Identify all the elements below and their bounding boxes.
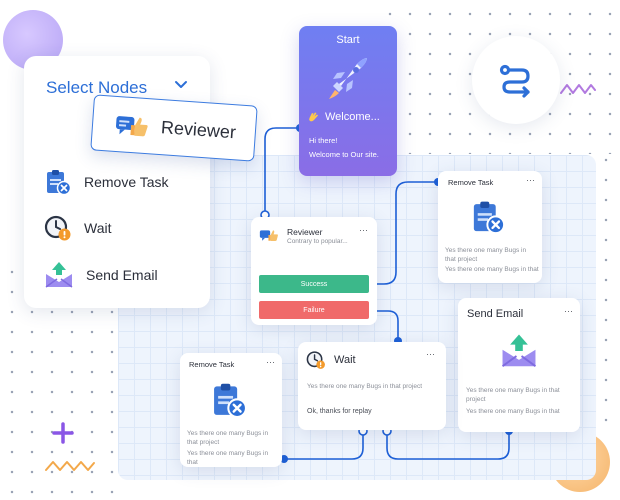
clipboard-remove-icon [214, 383, 247, 418]
more-options-icon[interactable]: ··· [526, 175, 535, 185]
send-email-text: Yes there one many Bugs in that [466, 408, 560, 415]
more-options-icon[interactable]: ··· [266, 357, 275, 367]
reviewer-node-subtitle: Contrary to popular... [287, 238, 348, 245]
select-nodes-panel: Select Nodes Remove Task Wait S [24, 56, 210, 308]
send-email-text: Yes there one many Bugs in that project [466, 387, 560, 403]
wait-node-title: Wait [334, 354, 356, 366]
remove-task-node[interactable]: Remove Task ··· Yes there one many Bugs … [438, 171, 542, 283]
squiggle-purple-icon [560, 84, 596, 94]
more-options-icon[interactable]: ··· [359, 225, 368, 235]
email-send-icon [45, 262, 73, 288]
start-node[interactable]: Start Welcome... Hi there! Welcome to Ou… [299, 26, 397, 176]
remove-task-title: Remove Task [189, 360, 235, 369]
reviewer-chip-label: Reviewer [160, 116, 237, 142]
remove-task-title: Remove Task [448, 178, 494, 187]
plus-icon [52, 422, 74, 444]
wait-node-text: Yes there one many Bugs in that project [307, 383, 423, 390]
wait-node[interactable]: Wait ··· Yes there one many Bugs in that… [298, 342, 446, 430]
start-welcome-text: Welcome... [325, 111, 380, 123]
start-node-title: Start [336, 34, 360, 46]
reviewer-drag-chip[interactable]: Reviewer [90, 94, 258, 162]
clock-warning-icon [44, 215, 71, 241]
remove-task-text: Yes there one many Bugs in that project [445, 247, 527, 263]
node-item-send-email[interactable]: Send Email [44, 260, 158, 290]
reviewer-chat-thumb-icon [115, 116, 148, 137]
reviewer-node[interactable]: Reviewer Contrary to popular... ··· Succ… [251, 217, 377, 325]
wait-node-reply: Ok, thanks for replay [307, 408, 372, 415]
remove-task-node[interactable]: Remove Task ··· Yes there one many Bugs … [180, 353, 282, 467]
node-item-remove-task[interactable]: Remove Task [44, 168, 169, 196]
remove-task-text: Yes there one many Bugs in that [445, 266, 539, 273]
squiggle-orange-icon [45, 461, 95, 471]
rocket-icon [329, 58, 367, 99]
start-greeting-line: Hi there! [309, 136, 338, 145]
node-item-label: Wait [84, 220, 112, 236]
clipboard-remove-icon [473, 201, 506, 235]
success-branch[interactable]: Success [259, 275, 369, 293]
remove-task-text: Yes there one many Bugs in that project [187, 430, 269, 446]
email-send-icon [501, 334, 537, 367]
node-item-label: Send Email [86, 267, 158, 283]
waving-hand-icon [309, 112, 318, 122]
select-nodes-title: Select Nodes [46, 78, 148, 97]
dot-grid-right [596, 150, 620, 430]
remove-task-text: Yes there one many Bugs in that [187, 450, 269, 466]
chevron-down-icon[interactable] [174, 78, 188, 92]
send-email-node[interactable]: Send Email ··· Yes there one many Bugs i… [458, 298, 580, 432]
clock-warning-icon [306, 351, 325, 369]
node-item-wait[interactable]: Wait [44, 214, 111, 242]
start-welcome-row: Welcome... [307, 111, 380, 123]
reviewer-node-title: Reviewer [287, 227, 323, 237]
more-options-icon[interactable]: ··· [426, 349, 435, 359]
flow-icon-badge [472, 36, 560, 124]
reviewer-chat-thumb-icon [259, 230, 278, 241]
clipboard-remove-icon [47, 170, 72, 196]
route-flow-icon [499, 64, 530, 98]
node-item-label: Remove Task [84, 174, 169, 190]
start-welcome-line: Welcome to Our site. [309, 150, 379, 159]
send-email-title: Send Email [467, 308, 524, 320]
more-options-icon[interactable]: ··· [564, 306, 573, 316]
failure-branch[interactable]: Failure [259, 301, 369, 319]
